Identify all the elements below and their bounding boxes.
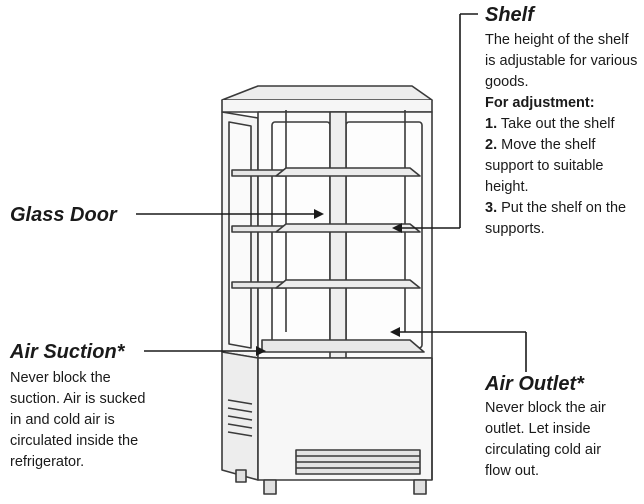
air-outlet-title: Air Outlet*	[485, 373, 584, 395]
air-suction-description: Never block the suction. Air is sucked i…	[10, 370, 146, 470]
shelf-description: The height of the shelf is adjustable fo…	[485, 32, 638, 90]
step-text: Take out the shelf	[500, 116, 615, 132]
shelf-adjustment-heading: For adjustment:	[485, 95, 595, 111]
shelf-title: Shelf	[485, 4, 534, 26]
step-text: Put the shelf on the supports.	[485, 200, 627, 237]
arrow-air-outlet	[390, 327, 400, 337]
shelf-step-3: 3. Put the shelf on the supports.	[485, 198, 640, 240]
shelf-description-block: The height of the shelf is adjustable fo…	[485, 30, 640, 240]
step-number: 3.	[485, 200, 498, 216]
arrow-glass-door	[314, 209, 324, 219]
shelf-step-1: 1. Take out the shelf	[485, 114, 640, 135]
arrow-shelf	[392, 223, 402, 233]
step-number: 2.	[485, 137, 498, 153]
step-number: 1.	[485, 116, 498, 132]
air-outlet-description: Never block the air outlet. Let inside c…	[485, 400, 606, 479]
arrow-air-suction	[256, 346, 266, 356]
glass-door-title: Glass Door	[10, 204, 117, 226]
air-suction-title: Air Suction*	[10, 341, 125, 363]
shelf-step-2: 2. Move the shelf support to suitable he…	[485, 135, 640, 198]
step-text: Move the shelf support to suitable heigh…	[485, 137, 604, 195]
